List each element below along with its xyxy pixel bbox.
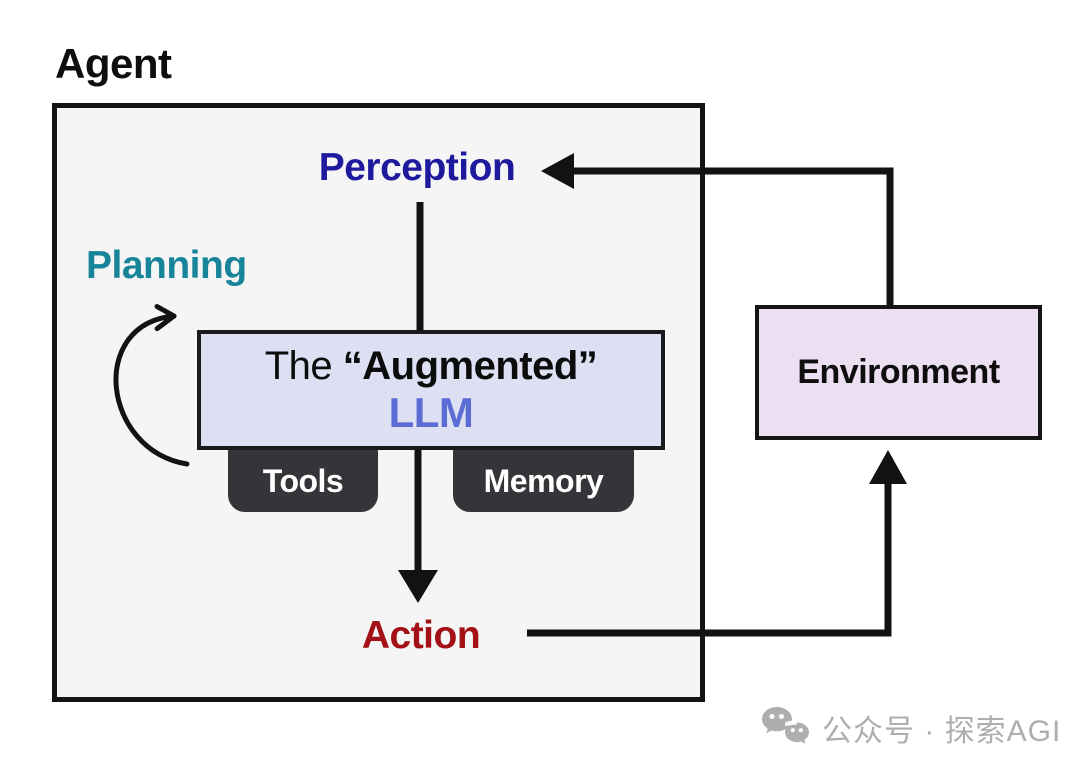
tools-label: Tools — [262, 462, 344, 499]
memory-tab: Memory — [453, 442, 634, 512]
action-label: Action — [361, 614, 481, 657]
memory-label: Memory — [483, 462, 604, 499]
environment-label: Environment — [797, 353, 1000, 391]
augmented-llm-box: The “Augmented” LLM — [197, 330, 665, 450]
llm-label: LLM — [388, 389, 474, 436]
watermark-text: 公众号 · 探索AGI — [822, 715, 1062, 748]
environment-box: Environment — [755, 305, 1042, 440]
planning-label: Planning — [86, 244, 247, 287]
agent-title: Agent — [55, 40, 172, 87]
perception-label: Perception — [318, 146, 516, 189]
llm-box-title: The “Augmented” — [265, 343, 598, 389]
wechat-icon — [762, 707, 809, 744]
llm-title-regular: The — [264, 344, 343, 388]
llm-title-bold: “Augmented” — [342, 344, 598, 388]
tools-tab: Tools — [228, 442, 378, 512]
watermark: 公众号 · 探索AGI — [760, 703, 1061, 753]
